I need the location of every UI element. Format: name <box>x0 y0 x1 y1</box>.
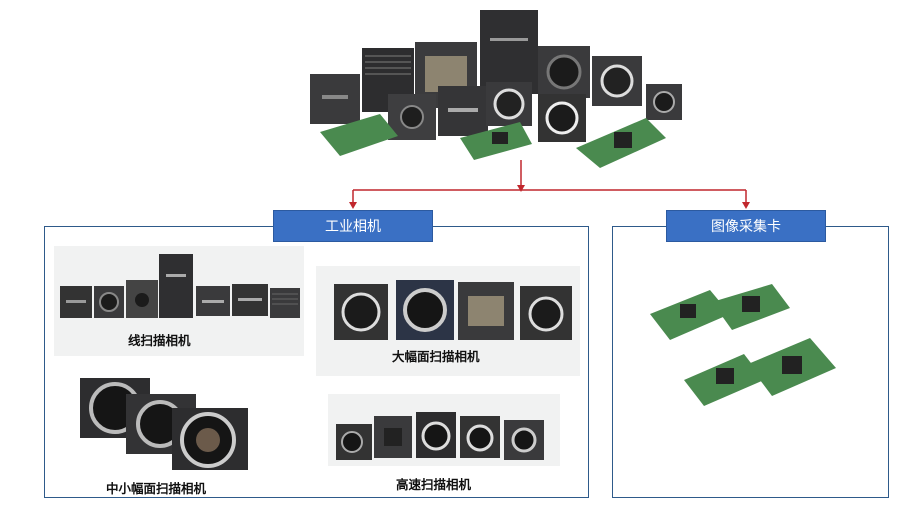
line-scan-camera-image <box>54 246 304 356</box>
line-scan-camera-label: 线扫描相机 <box>128 334 191 348</box>
product-family-image <box>270 0 722 172</box>
high-speed-camera-image <box>328 394 560 466</box>
large-area-camera-image <box>316 266 580 376</box>
industrial-camera-tag: 工业相机 <box>273 210 433 242</box>
small-medium-camera-image <box>70 364 260 474</box>
high-speed-camera-label: 高速扫描相机 <box>396 478 472 492</box>
frame-grabber-panel <box>612 226 889 498</box>
frame-grabber-tag: 图像采集卡 <box>666 210 826 242</box>
small-medium-camera-label: 中小幅面扫描相机 <box>106 482 207 496</box>
large-area-camera-label: 大幅面扫描相机 <box>392 350 480 364</box>
frame-grabber-image <box>640 284 860 414</box>
